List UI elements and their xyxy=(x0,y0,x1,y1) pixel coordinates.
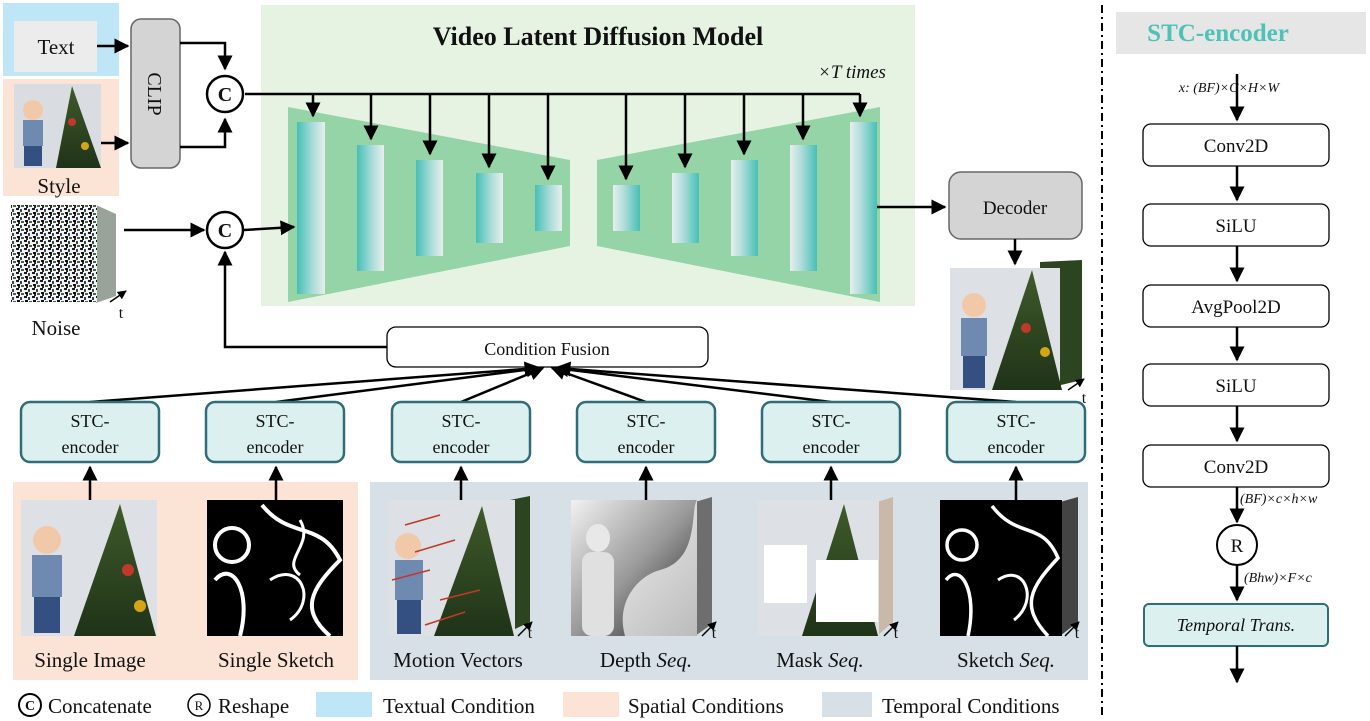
unet-bar-down-1 xyxy=(297,122,325,294)
stc-block-conv2d-2: Conv2D xyxy=(1142,444,1330,488)
unet-bar-up-3 xyxy=(731,160,758,256)
cond-drops xyxy=(305,94,868,181)
svg-text:Temporal Trans.: Temporal Trans. xyxy=(1177,615,1295,635)
text-input-box xyxy=(14,21,97,72)
label-single-image: Single Image xyxy=(34,648,145,672)
svg-text:encoder: encoder xyxy=(247,437,304,457)
condition-fusion-label: Condition Fusion xyxy=(484,339,610,359)
unet-bar-down-2 xyxy=(357,145,384,271)
noise-label: Noise xyxy=(32,316,81,340)
single-image-thumb xyxy=(21,500,157,636)
svg-text:STC-: STC- xyxy=(626,411,665,431)
svg-text:STC-: STC- xyxy=(255,411,294,431)
unet-bar-down-4 xyxy=(476,173,503,243)
sketch-t-label: t xyxy=(1075,625,1080,642)
stc-block-silu-2: SiLU xyxy=(1142,363,1330,407)
legend-temporal: Temporal Conditions xyxy=(882,694,1060,718)
label-depth-seq: Depth Seq. xyxy=(600,648,692,672)
unet-bar-up-1 xyxy=(613,185,640,231)
unet-bar-up-2 xyxy=(672,173,699,243)
depth-seq-thumb xyxy=(571,497,712,636)
clip-box xyxy=(130,18,181,169)
legend-textual: Textual Condition xyxy=(383,694,535,718)
motion-t-label: t xyxy=(528,625,533,642)
stc-block-avgpool: AvgPool2D xyxy=(1142,284,1330,328)
svg-text:encoder: encoder xyxy=(988,437,1045,457)
concat-circle-1 xyxy=(205,74,245,114)
concat-circle-2 xyxy=(205,210,245,250)
stc-encoder-5: STC- encoder xyxy=(760,400,902,464)
svg-text:Conv2D: Conv2D xyxy=(1204,136,1268,157)
stc-block-conv2d-1: Conv2D xyxy=(1142,123,1330,167)
sketch-seq-thumb xyxy=(940,497,1078,638)
unet-bar-down-3 xyxy=(416,160,443,256)
stc-encoder-6: STC- encoder xyxy=(945,400,1087,464)
svg-text:STC-: STC- xyxy=(996,411,1035,431)
output-video-frames xyxy=(950,260,1082,390)
model-title: Video Latent Diffusion Model xyxy=(433,22,764,51)
legend-spatial: Spatial Conditions xyxy=(628,694,784,718)
stc-encoder-1: STC- encoder xyxy=(19,400,161,464)
noise-image xyxy=(11,205,116,303)
stc-input-shape: x: (BF)×C×H×W xyxy=(1178,81,1281,96)
style-label: Style xyxy=(37,174,80,198)
stc-shape-after-reshape: (Bhw)×F×c xyxy=(1244,571,1313,586)
svg-text:encoder: encoder xyxy=(618,437,675,457)
legend-reshape: Reshape xyxy=(218,694,289,718)
svg-text:STC-: STC- xyxy=(441,411,480,431)
stc-reshape-symbol: R xyxy=(1231,536,1244,557)
stc-encoder-2: STC- encoder xyxy=(204,400,346,464)
svg-text:STC-: STC- xyxy=(811,411,850,431)
legend-concatenate: Concatenate xyxy=(48,694,152,718)
depth-t-label: t xyxy=(712,625,717,642)
svg-text:encoder: encoder xyxy=(803,437,860,457)
output-t-label: t xyxy=(1082,390,1087,407)
legend-reshape-symbol: R xyxy=(195,698,204,713)
label-sketch-seq: Sketch Seq. xyxy=(957,648,1055,672)
fusion-arrows xyxy=(89,361,1017,404)
noise-t-label: t xyxy=(119,305,124,322)
stc-panel-title: STC-encoder xyxy=(1147,20,1289,47)
legend-concat-icon xyxy=(18,693,42,717)
svg-text:Conv2D: Conv2D xyxy=(1204,457,1268,478)
mask-seq-thumb xyxy=(757,497,893,636)
times-label: ×T times xyxy=(818,62,886,83)
svg-text:STC-: STC- xyxy=(70,411,109,431)
svg-text:encoder: encoder xyxy=(62,437,119,457)
label-motion-vectors: Motion Vectors xyxy=(393,648,523,672)
unet-bar-down-5 xyxy=(535,185,562,231)
style-image xyxy=(14,84,101,168)
legend-textual-swatch xyxy=(316,692,372,717)
text-input-label: Text xyxy=(37,35,74,59)
legend-temporal-swatch xyxy=(822,692,872,717)
stc-block-temporal: Temporal Trans. xyxy=(1143,603,1329,647)
svg-text:AvgPool2D: AvgPool2D xyxy=(1191,297,1280,318)
single-sketch-thumb xyxy=(207,500,343,638)
stc-panel-title-bg xyxy=(1116,12,1366,54)
label-mask-seq: Mask Seq. xyxy=(776,648,864,672)
stc-encoder-4: STC- encoder xyxy=(575,400,717,464)
legend-spatial-swatch xyxy=(563,692,619,717)
concat-symbol-1: C xyxy=(218,84,232,106)
unet-bar-up-5 xyxy=(850,122,877,294)
mask-t-label: t xyxy=(894,625,899,642)
svg-text:SiLU: SiLU xyxy=(1215,216,1256,237)
stc-encoder-3: STC- encoder xyxy=(390,400,532,464)
svg-text:SiLU: SiLU xyxy=(1215,376,1256,397)
decoder-label: Decoder xyxy=(983,198,1048,219)
label-single-sketch: Single Sketch xyxy=(218,648,335,672)
stc-block-silu-1: SiLU xyxy=(1142,203,1330,247)
unet-bar-up-4 xyxy=(790,145,817,271)
svg-text:encoder: encoder xyxy=(433,437,490,457)
stc-shape-after-conv: (BF)×c×h×w xyxy=(1240,492,1318,507)
legend-reshape-icon xyxy=(187,693,211,717)
condition-up-arrows xyxy=(82,465,1024,500)
clip-label: CLIP xyxy=(143,72,165,115)
concat-symbol-2: C xyxy=(218,220,232,242)
legend-concat-symbol: C xyxy=(25,699,35,714)
motion-vectors-thumb xyxy=(388,496,530,636)
